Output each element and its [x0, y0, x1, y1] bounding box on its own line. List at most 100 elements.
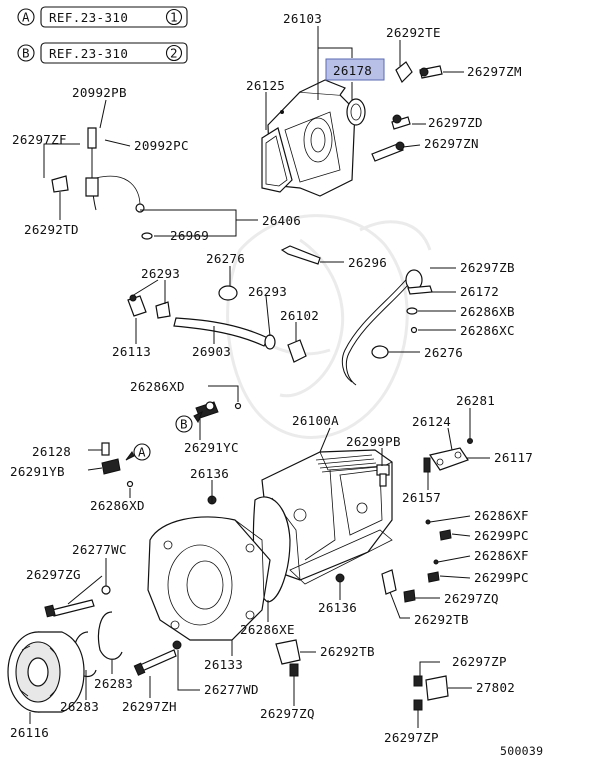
- bolt-26297zg-drawing: [44, 599, 95, 618]
- label-26297zg[interactable]: 26297ZG: [26, 567, 81, 582]
- label-26293a[interactable]: 26293: [141, 266, 180, 281]
- label-26297zf[interactable]: 26297ZF: [12, 132, 67, 147]
- callout-a[interactable]: A: [125, 443, 151, 461]
- hose-26903-drawing: [173, 317, 269, 347]
- label-26297zq-b[interactable]: 26297ZQ: [260, 706, 315, 721]
- plug-26299pb-drawing: [376, 464, 390, 487]
- oring-26969-drawing: [141, 232, 153, 240]
- label-26297zm[interactable]: 26297ZM: [467, 64, 522, 79]
- label-26133[interactable]: 26133: [204, 657, 243, 672]
- label-26286xf-b[interactable]: 26286XF: [474, 548, 529, 563]
- diagram-code: 500039: [500, 744, 543, 758]
- label-26291yc[interactable]: 26291YC: [184, 440, 239, 455]
- label-26297zh[interactable]: 26297ZH: [122, 699, 177, 714]
- label-26283a[interactable]: 26283: [94, 676, 133, 691]
- label-26124[interactable]: 26124: [412, 414, 451, 429]
- label-26969[interactable]: 26969: [170, 228, 209, 243]
- label-26136b[interactable]: 26136: [318, 600, 357, 615]
- part-labels: 26103 26292TE 26178 26297ZM 26125 20992P…: [10, 11, 543, 758]
- reference-b[interactable]: B REF.23-310 2: [17, 42, 188, 64]
- reference-a[interactable]: A REF.23-310 1: [17, 6, 188, 28]
- label-26406[interactable]: 26406: [262, 213, 301, 228]
- label-26172[interactable]: 26172: [460, 284, 499, 299]
- washer-26277wc-drawing: [101, 585, 111, 595]
- bracket-26292tb-a-drawing: [381, 569, 397, 595]
- bolt-26297zn-drawing: [371, 141, 405, 162]
- label-26299pb[interactable]: 26299PB: [346, 434, 401, 449]
- label-26276a[interactable]: 26276: [206, 251, 245, 266]
- label-26286xd-a[interactable]: 26286XD: [130, 379, 185, 394]
- label-26103[interactable]: 26103: [283, 11, 322, 26]
- label-26117[interactable]: 26117: [494, 450, 533, 465]
- label-26297zn[interactable]: 26297ZN: [424, 136, 479, 151]
- label-26292tb-a[interactable]: 26292TB: [414, 612, 469, 627]
- label-26292tb-b[interactable]: 26292TB: [320, 644, 375, 659]
- label-26297zq-a[interactable]: 26297ZQ: [444, 591, 499, 606]
- oring-26286xd-a-drawing: [234, 402, 242, 410]
- bracket-26292td-drawing: [51, 175, 69, 193]
- reference-b-letter: B: [22, 46, 30, 61]
- oring-26286xd-b-drawing: [126, 480, 134, 488]
- label-26100a[interactable]: 26100A: [292, 413, 339, 428]
- label-26293b[interactable]: 26293: [248, 284, 287, 299]
- label-26102[interactable]: 26102: [280, 308, 319, 323]
- bracket-26292te-drawing: [395, 61, 413, 84]
- label-20992pc[interactable]: 20992PC: [134, 138, 189, 153]
- fitting-26113-drawing: [127, 294, 147, 317]
- label-26297zb[interactable]: 26297ZB: [460, 260, 515, 275]
- snap-ring-26283b-drawing: [97, 611, 123, 660]
- oring-26286xc-drawing: [410, 326, 418, 334]
- reference-b-num: 2: [170, 46, 178, 61]
- label-26286xf-a[interactable]: 26286XF: [474, 508, 529, 523]
- transmission-case-drawing: [261, 449, 393, 585]
- label-27802[interactable]: 27802: [476, 680, 515, 695]
- label-26296[interactable]: 26296: [348, 255, 387, 270]
- clamp-26293a-drawing: [155, 301, 171, 319]
- callout-b-letter: B: [180, 417, 188, 432]
- label-26286xe[interactable]: 26286XE: [240, 622, 295, 637]
- label-26299pc-b[interactable]: 26299PC: [474, 570, 529, 585]
- torque-converter-drawing: [7, 631, 85, 713]
- fitting-26291yb-drawing: [101, 458, 121, 475]
- plug-26299pc-b-drawing: [427, 571, 440, 583]
- label-26113[interactable]: 26113: [112, 344, 151, 359]
- connector-26102-drawing: [287, 339, 307, 363]
- label-26297zp[interactable]: 26297ZP: [452, 654, 507, 669]
- oring-26286xf-b-drawing: [433, 559, 439, 565]
- plug-26299pc-a-drawing: [439, 529, 452, 541]
- oring-26286xf-a-drawing: [425, 519, 431, 525]
- plug-26128-drawing: [101, 442, 110, 456]
- label-26297zp-b[interactable]: 26297ZP: [384, 730, 439, 745]
- label-26116[interactable]: 26116: [10, 725, 49, 740]
- label-26286xb[interactable]: 26286XB: [460, 304, 515, 319]
- label-26283b[interactable]: 26283: [60, 699, 99, 714]
- label-26292td[interactable]: 26292TD: [24, 222, 79, 237]
- label-26281[interactable]: 26281: [456, 393, 495, 408]
- label-26128[interactable]: 26128: [32, 444, 71, 459]
- clamp-26276b-drawing: [371, 345, 389, 359]
- label-26136a[interactable]: 26136: [190, 466, 229, 481]
- highlight-26178: [325, 58, 385, 81]
- label-26125[interactable]: 26125: [246, 78, 285, 93]
- label-26157[interactable]: 26157: [402, 490, 441, 505]
- label-26297zd[interactable]: 26297ZD: [428, 115, 483, 130]
- callout-b[interactable]: B: [175, 410, 203, 433]
- label-26277wd[interactable]: 26277WD: [204, 682, 259, 697]
- label-20992pb[interactable]: 20992PB: [72, 85, 127, 100]
- label-26276b[interactable]: 26276: [424, 345, 463, 360]
- label-26291yb[interactable]: 26291YB: [10, 464, 65, 479]
- label-26903[interactable]: 26903: [192, 344, 231, 359]
- converter-housing-drawing: [147, 516, 271, 641]
- reference-a-letter: A: [22, 10, 30, 25]
- label-26292te[interactable]: 26292TE: [386, 25, 441, 40]
- bracket-27802-drawing: [413, 675, 449, 701]
- label-26286xc[interactable]: 26286XC: [460, 323, 515, 338]
- extension-housing-drawing: [261, 79, 356, 197]
- label-26277wc[interactable]: 26277WC: [72, 542, 127, 557]
- plug-26281-drawing: [467, 438, 473, 444]
- bolt-26297zq-a-drawing: [403, 589, 416, 603]
- label-26178[interactable]: 26178: [333, 63, 372, 78]
- label-26299pc-a[interactable]: 26299PC: [474, 528, 529, 543]
- label-26286xd-b[interactable]: 26286XD: [90, 498, 145, 513]
